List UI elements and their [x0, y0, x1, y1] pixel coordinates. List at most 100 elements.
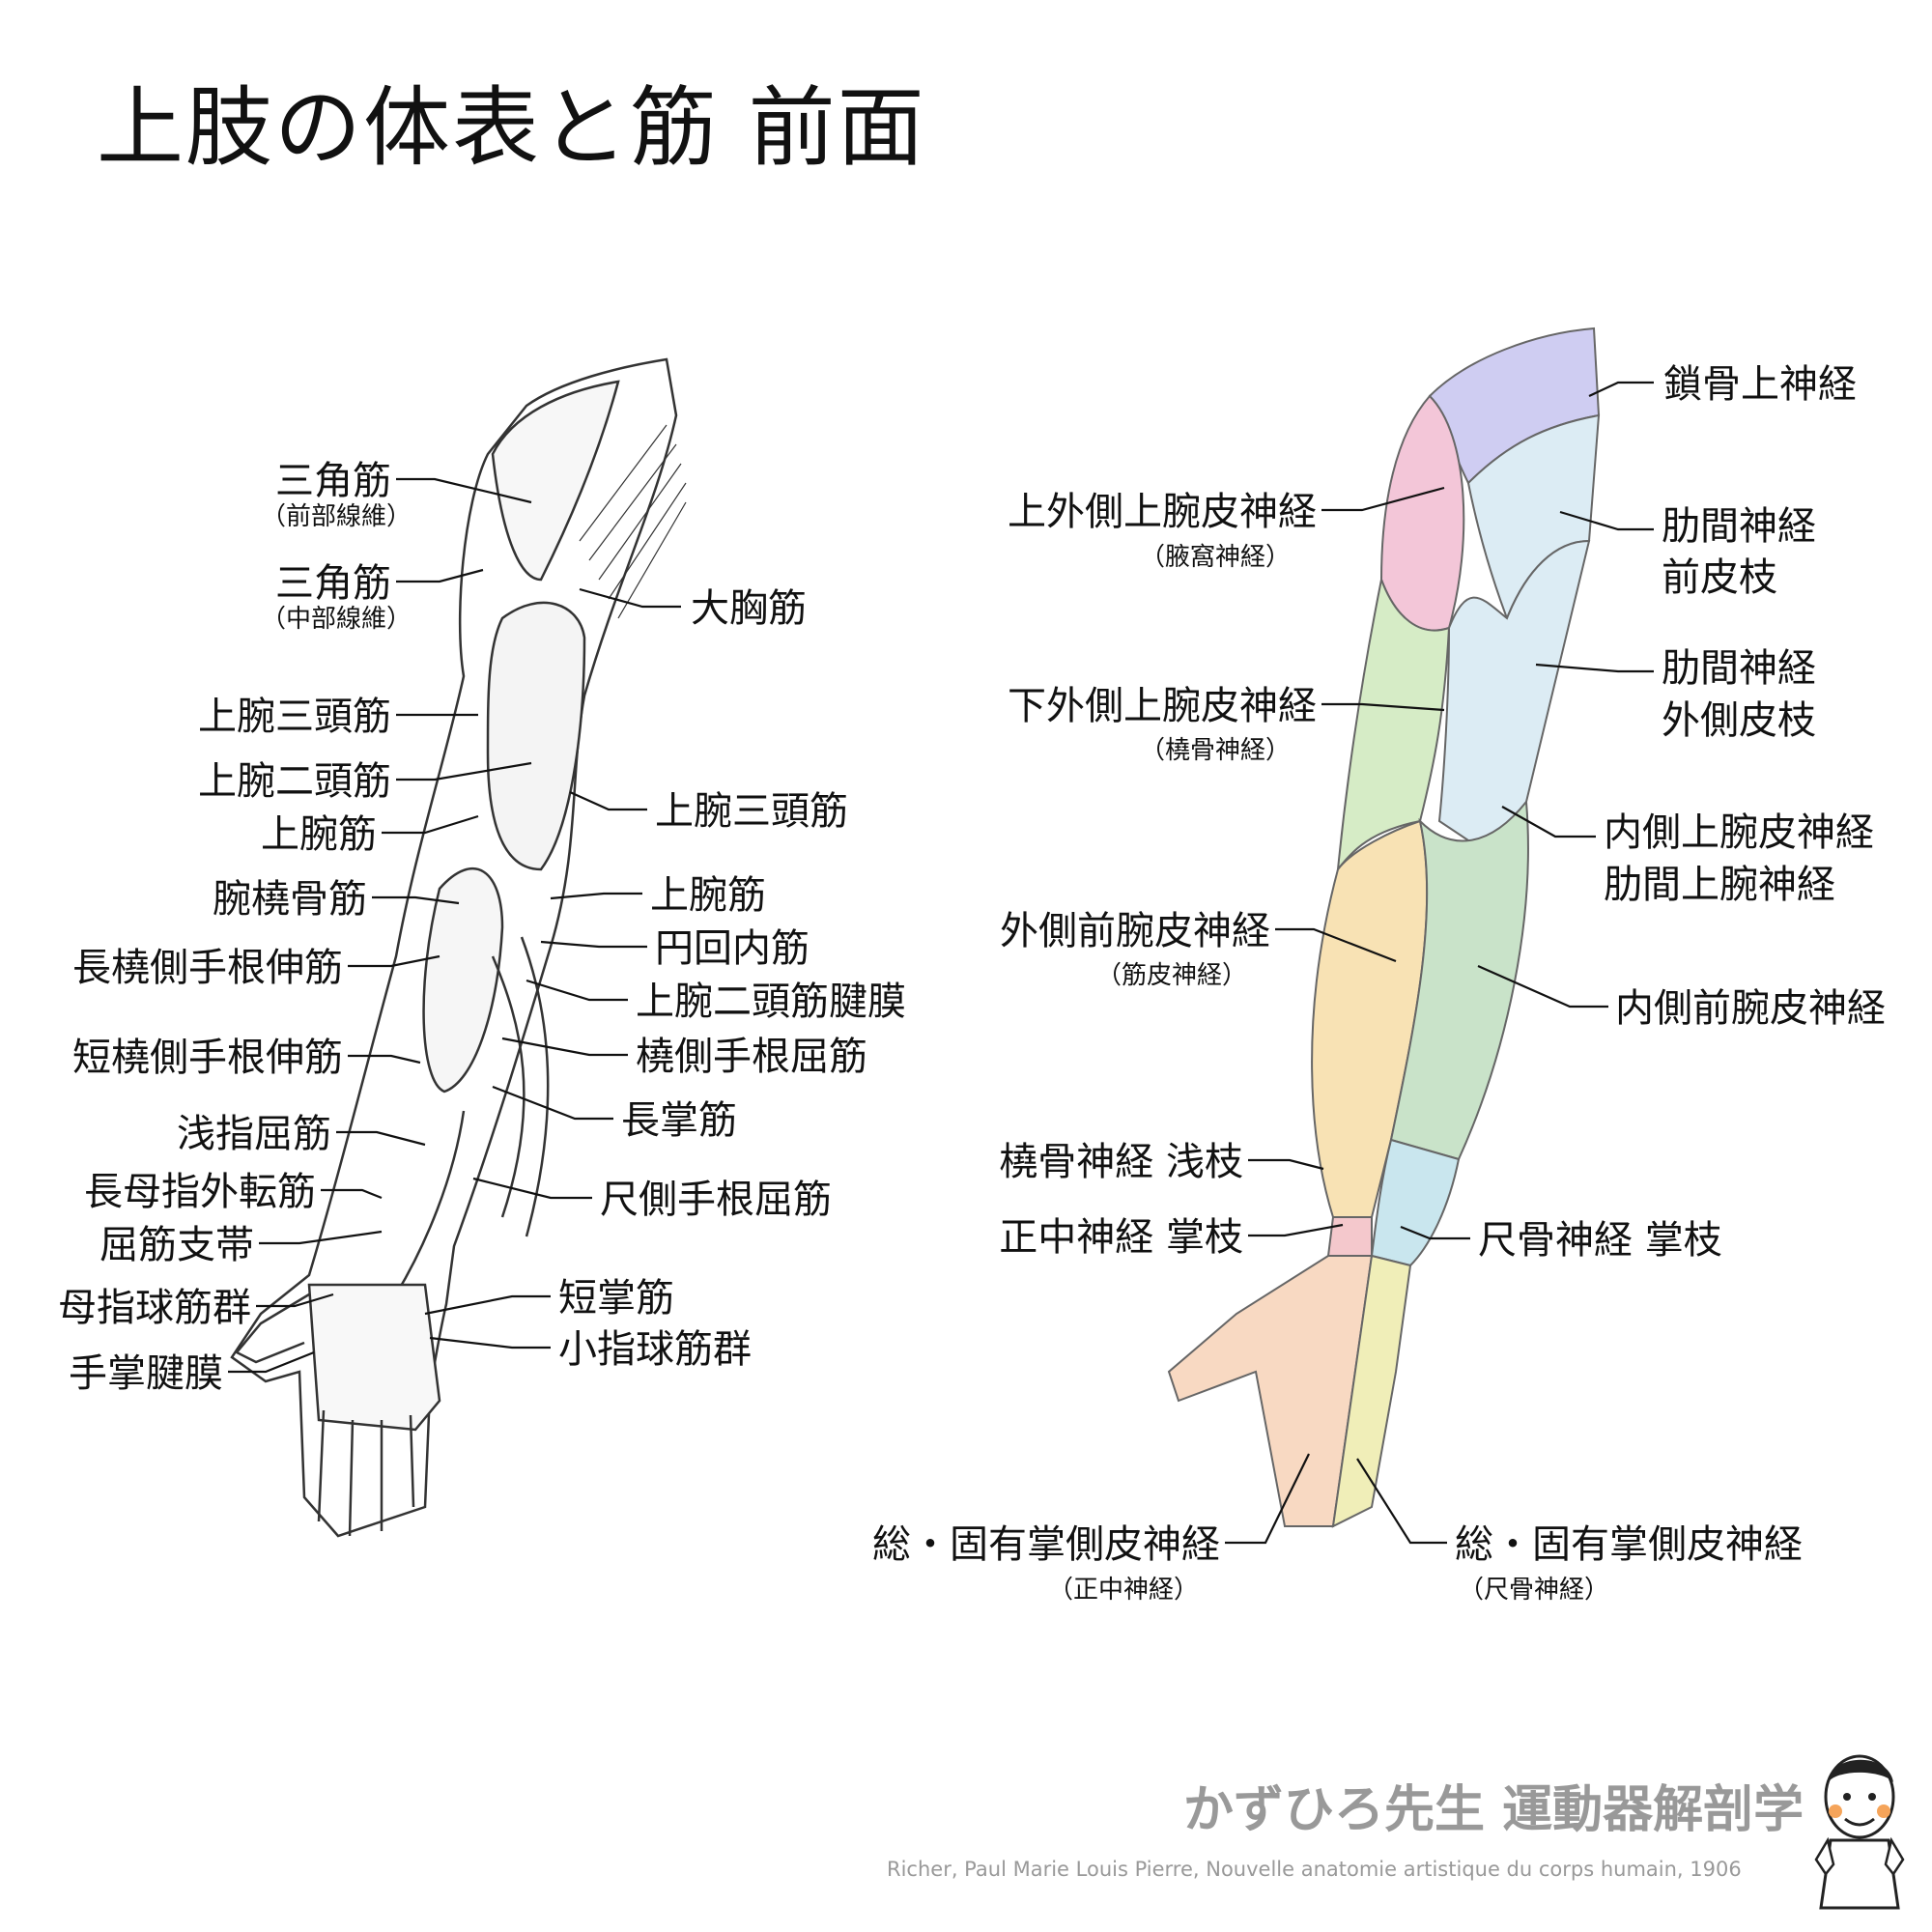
label-intercostal-lat-2: 外側皮枝: [1662, 698, 1816, 743]
fingers: [317, 1409, 415, 1537]
label-brachialis-right: 上腕筋: [650, 873, 766, 918]
leader-deltoid-ant: [396, 477, 532, 504]
label-sup-lat-brachial: 上外側上腕皮神経: [1008, 490, 1317, 534]
pectoral-hatching: [579, 424, 687, 619]
label-ecrb: 短橈側手根伸筋: [72, 1036, 343, 1080]
leader-palmaris-brevis: [424, 1294, 551, 1316]
label-digital-ulnar: 総・固有掌側皮神経: [1455, 1522, 1803, 1567]
thumb: [235, 1293, 310, 1364]
label-deltoid-anterior: 三角筋: [275, 459, 391, 503]
label-pronator-teres: 円回内筋: [655, 926, 810, 971]
label-deltoid-middle: 三角筋: [275, 561, 391, 606]
label-lat-antebrachial: 外側前腕皮神経: [1000, 909, 1270, 953]
label-intercostal-ant-1: 肋間神経: [1662, 504, 1816, 549]
leader-ulnar-palmar: [1400, 1225, 1470, 1240]
label-pectoralis-major: 大胸筋: [691, 586, 807, 631]
flexor-tendons: [394, 936, 550, 1295]
leader-brachioradialis: [372, 895, 460, 905]
label-palmaris-brevis: 短掌筋: [558, 1276, 674, 1321]
label-sup-lat-brachial-sub: （腋窩神経）: [1140, 543, 1292, 572]
leader-hypothenar: [429, 1336, 551, 1350]
label-digital-median-sub: （正中神経）: [1048, 1576, 1200, 1605]
label-palmaris-longus: 長掌筋: [621, 1098, 737, 1143]
page-title: 上肢の体表と筋 前面: [97, 77, 926, 179]
deltoid-shape: [491, 380, 620, 582]
label-median-palmar: 正中神経 掌枝: [999, 1215, 1243, 1260]
label-triceps-left: 上腕三頭筋: [198, 695, 391, 739]
label-flexor-retinaculum: 屈筋支帯: [99, 1223, 254, 1267]
label-deltoid-middle-sub: （中部線維）: [261, 605, 412, 634]
left-arm-outline: [230, 357, 678, 1538]
leader-sup-lat-brachial: [1321, 486, 1445, 512]
label-bicipital-aponeurosis: 上腕二頭筋腱膜: [636, 980, 906, 1024]
label-medial-brachial-1: 内側上腕皮神経: [1604, 810, 1874, 855]
leader-apl: [321, 1188, 383, 1200]
leader-supraclavicular: [1588, 381, 1654, 397]
label-thenar: 母指球筋群: [58, 1286, 251, 1330]
leader-biceps: [396, 761, 532, 781]
leader-bicipital: [526, 979, 628, 1002]
leader-palmar-aponeurosis: [228, 1350, 315, 1374]
biceps-shape: [486, 601, 586, 871]
label-inf-lat-brachial-sub: （橈骨神経）: [1140, 736, 1292, 765]
leader-med-antebrachial: [1477, 964, 1608, 1009]
leader-intercostal-lat: [1535, 663, 1654, 673]
leader-brachialis-l: [382, 814, 479, 835]
leader-thenar: [256, 1293, 334, 1308]
label-brachialis-left: 上腕筋: [261, 812, 377, 857]
label-medial-brachial-2: 肋間上腕神経: [1604, 863, 1835, 907]
leader-median-palmar: [1248, 1223, 1344, 1237]
label-palmar-aponeurosis: 手掌腱膜: [69, 1351, 223, 1396]
leader-fcu: [472, 1177, 592, 1200]
leader-fcr: [501, 1037, 628, 1057]
leader-intercostal-ant: [1559, 510, 1654, 531]
leader-pronator: [540, 940, 647, 949]
source-credit: Richer, Paul Marie Louis Pierre, Nouvell…: [887, 1858, 1742, 1881]
territory-med-antebrachial: [1389, 799, 1529, 1161]
label-inf-lat-brachial: 下外側上腕皮神経: [1008, 684, 1317, 728]
leader-retinaculum: [259, 1230, 383, 1245]
label-brachioradialis: 腕橈骨筋: [213, 877, 367, 922]
brachioradialis-shape: [422, 867, 504, 1094]
leader-lines: [228, 381, 1654, 1545]
leader-inf-lat-brachial: [1321, 702, 1445, 712]
label-intercostal-lat-1: 肋間神経: [1662, 646, 1816, 691]
leader-brachialis-r: [550, 892, 642, 900]
label-deltoid-anterior-sub: （前部線維）: [261, 502, 412, 531]
leader-ecrl: [348, 954, 440, 968]
leader-radial-superficial: [1248, 1158, 1324, 1171]
leader-deltoid-mid: [396, 568, 484, 583]
label-supraclavicular: 鎖骨上神経: [1663, 362, 1857, 407]
leader-ecrb: [348, 1054, 421, 1065]
leader-medial-brachial: [1501, 806, 1596, 838]
territory-axillary: [1379, 394, 1465, 632]
label-ulnar-palmar: 尺骨神経 掌枝: [1478, 1218, 1722, 1263]
leader-pectoralis: [579, 587, 681, 609]
right-arm-illustration: [1167, 327, 1601, 1528]
leader-palmaris-longus: [492, 1085, 613, 1121]
left-arm-illustration: [230, 357, 687, 1538]
label-hypothenar: 小指球筋群: [558, 1327, 752, 1372]
leader-lat-antebrachial: [1275, 927, 1397, 963]
leader-triceps-r: [569, 790, 647, 811]
mascot-icon: [1814, 1754, 1905, 1910]
label-digital-median: 総・固有掌側皮神経: [872, 1522, 1220, 1567]
label-triceps-right: 上腕三頭筋: [655, 789, 848, 834]
label-ecrl: 長橈側手根伸筋: [72, 946, 343, 990]
label-digital-ulnar-sub: （尺骨神経）: [1459, 1576, 1610, 1605]
label-biceps: 上腕二頭筋: [198, 759, 391, 804]
label-fds: 浅指屈筋: [177, 1112, 331, 1156]
label-fcr: 橈側手根屈筋: [636, 1035, 867, 1079]
label-lat-antebrachial-sub: （筋皮神経）: [1096, 961, 1248, 990]
leader-fds: [336, 1130, 426, 1147]
label-intercostal-ant-2: 前皮枝: [1662, 555, 1777, 600]
label-fcu: 尺側手根屈筋: [600, 1178, 832, 1222]
territory-median-palmar: [1326, 1216, 1373, 1257]
brand-name: かずひろ先生 運動器解剖学: [1183, 1781, 1804, 1839]
leader-digital-median: [1225, 1453, 1310, 1545]
leader-digital-ulnar: [1356, 1458, 1447, 1545]
territory-ulnar-hand: [1331, 1254, 1412, 1528]
label-apl: 長母指外転筋: [84, 1170, 316, 1214]
label-med-antebrachial: 内側前腕皮神経: [1615, 986, 1886, 1031]
